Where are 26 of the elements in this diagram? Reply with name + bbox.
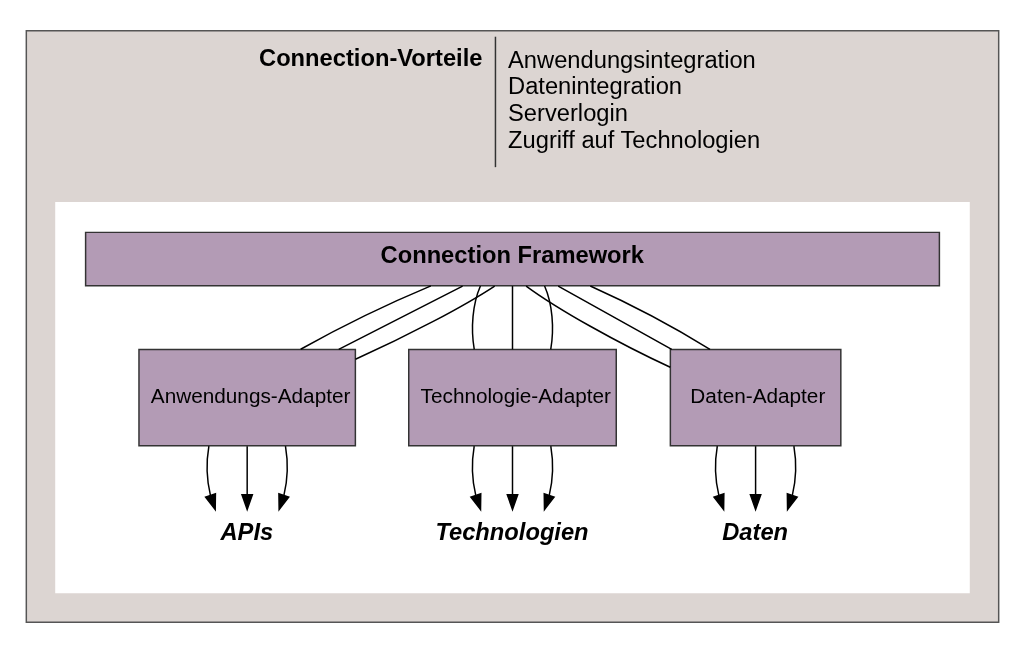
node-box: Connection Framework [84, 231, 941, 286]
node-text: Technologien [435, 518, 589, 545]
arrow [712, 444, 725, 512]
node-text: Daten [722, 518, 789, 545]
connector [299, 284, 432, 350]
arrow [786, 444, 799, 512]
arrow [506, 444, 519, 512]
arrow [749, 444, 762, 512]
connector [525, 284, 671, 368]
connector [354, 284, 496, 360]
arrow [469, 444, 482, 512]
connector [557, 284, 673, 350]
connector [338, 284, 464, 350]
connector [471, 284, 482, 350]
connector [511, 284, 514, 350]
arrow [240, 444, 254, 512]
node-box: Anwendungs-Adapter [138, 348, 357, 447]
cluster [55, 201, 970, 593]
node-box: Technologie-Adapter [408, 348, 617, 447]
connector [543, 284, 554, 350]
arrow [543, 444, 556, 512]
connector [589, 284, 711, 350]
arrow [278, 444, 290, 512]
node-text: APIs [220, 518, 274, 545]
node-box: Daten-Adapter [669, 348, 842, 447]
arrow [204, 444, 217, 512]
